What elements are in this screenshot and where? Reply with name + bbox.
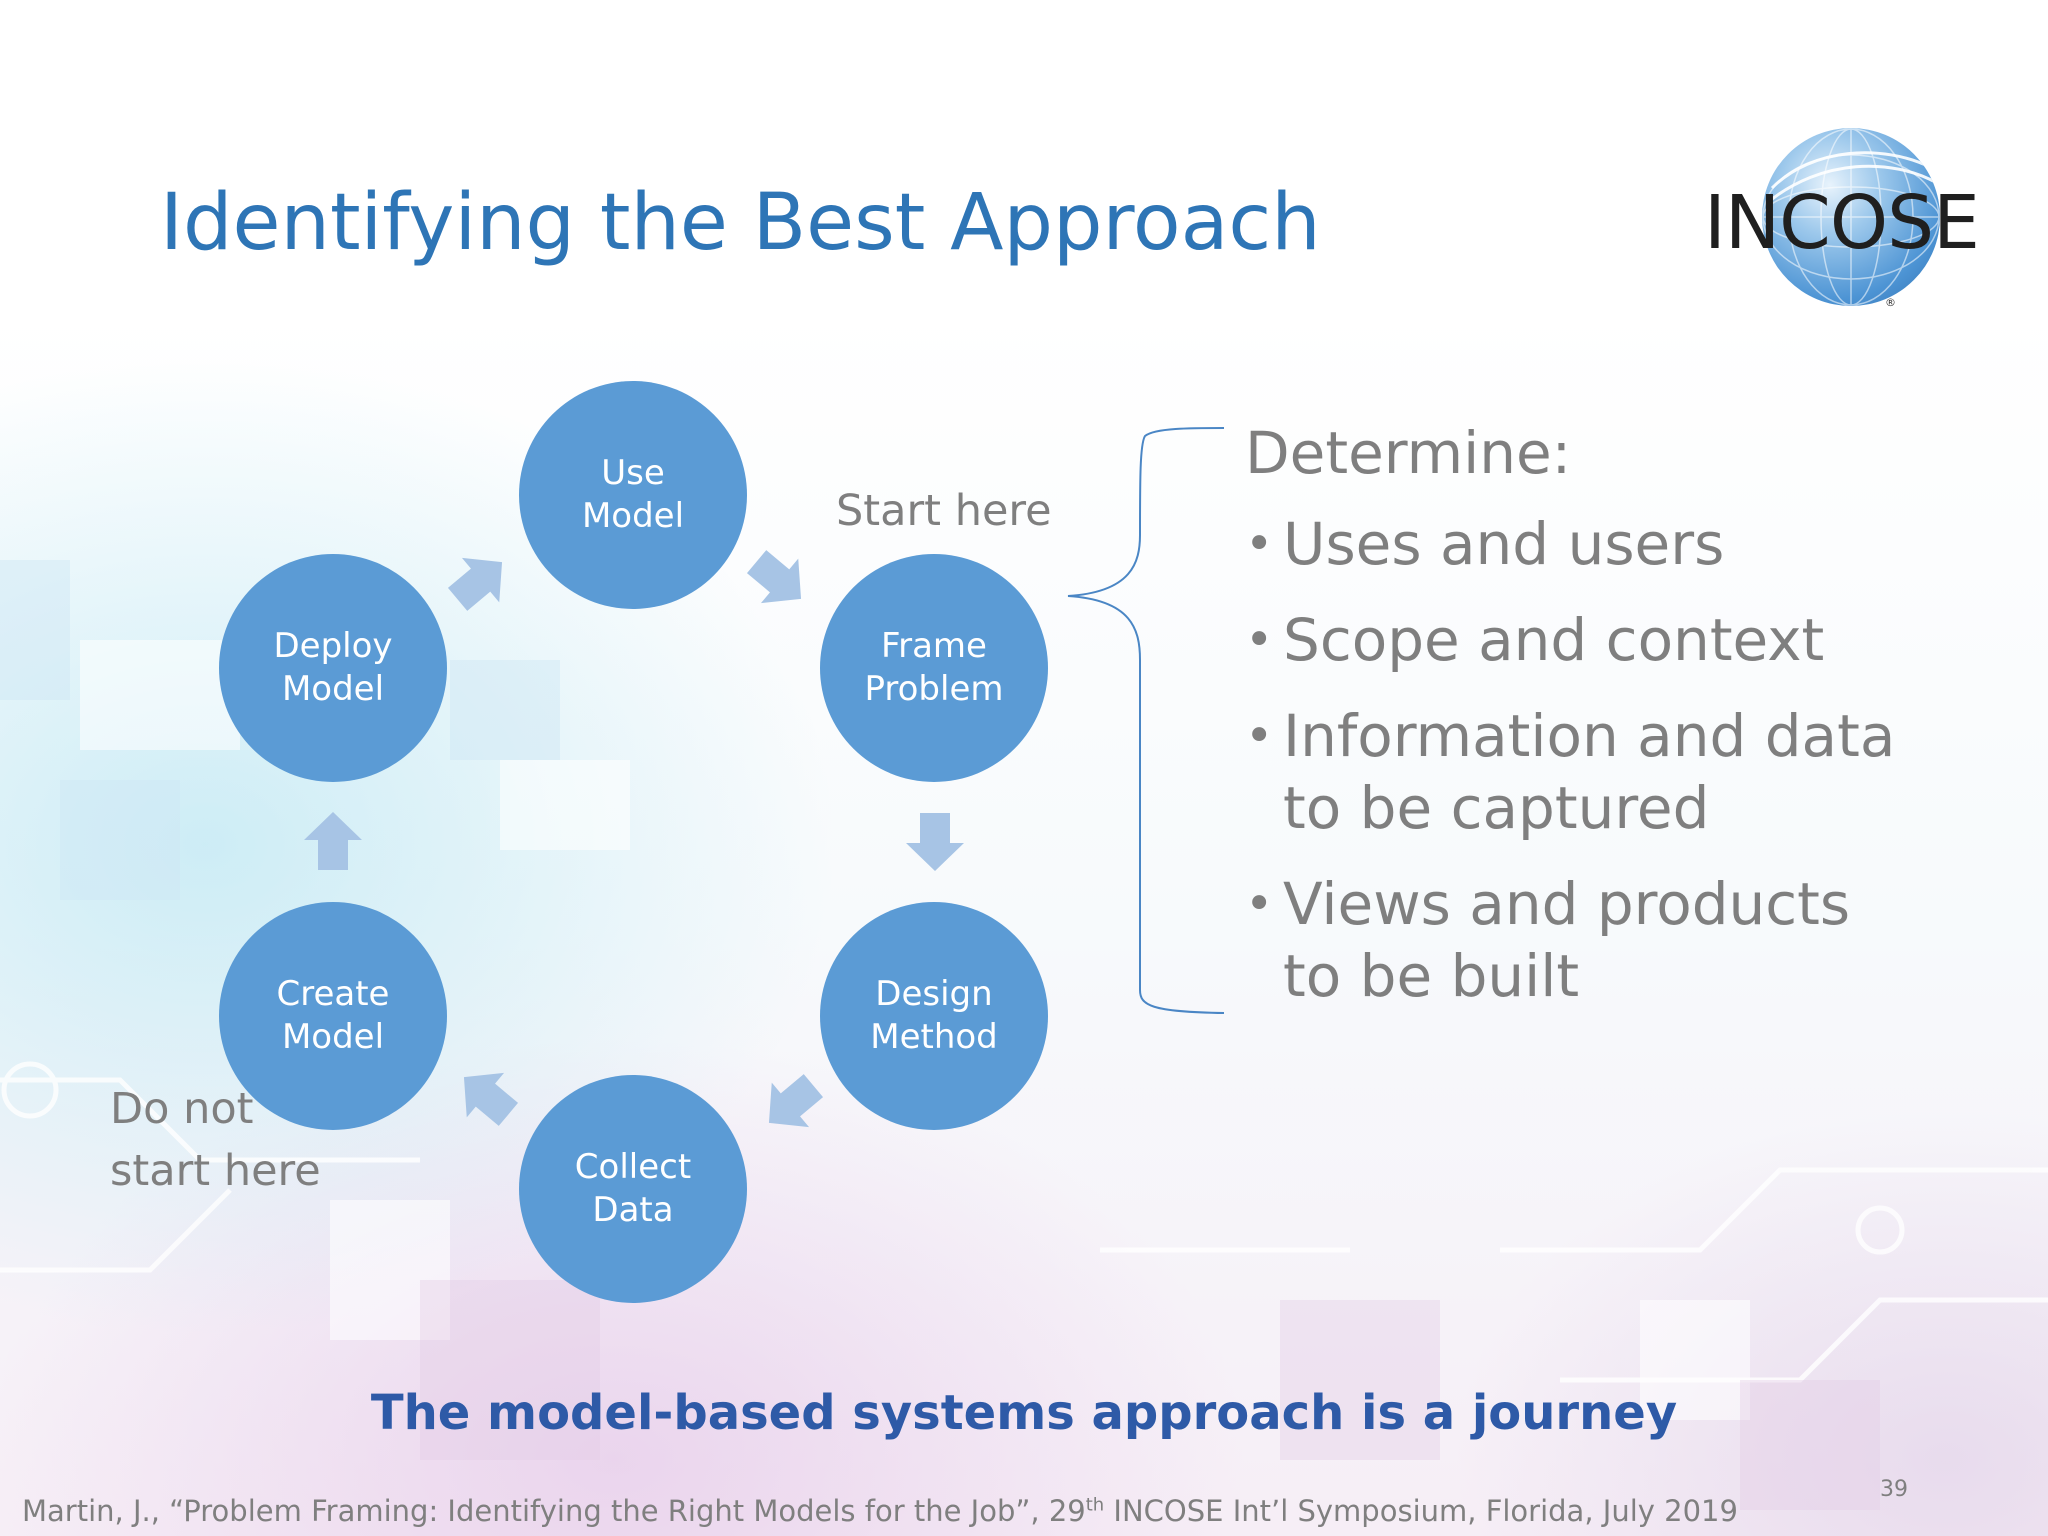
node-label-line: Deploy <box>273 626 393 666</box>
citation: Martin, J., “Problem Framing: Identifyin… <box>22 1494 1738 1528</box>
node-label-line: Use <box>601 453 665 493</box>
do-not-start-here-note: Do not start here <box>110 1078 321 1202</box>
bullet-icon: • <box>1245 708 1274 764</box>
list-item-text: Information and data <box>1283 702 1896 770</box>
registered-mark: ® <box>1885 296 1896 309</box>
note-line: Do not <box>110 1084 254 1134</box>
bullet-icon: • <box>1245 876 1274 932</box>
bullet-icon: • <box>1245 612 1274 668</box>
node-label-line: Model <box>281 1017 385 1057</box>
node-label-line: Problem <box>864 669 1004 709</box>
list-item: • Views and products to be built <box>1245 868 1895 1012</box>
node-label-line: Model <box>281 669 385 709</box>
citation-superscript: th <box>1085 1494 1105 1516</box>
node-label-line: Collect <box>574 1147 692 1187</box>
list-item-text: to be captured <box>1283 774 1710 842</box>
determine-heading: Determine: <box>1245 419 1572 487</box>
node-label-line: Frame <box>881 626 987 666</box>
citation-text: Martin, J., “Problem Framing: Identifyin… <box>22 1494 1086 1528</box>
node-label-line: Design <box>875 974 993 1014</box>
tagline: The model-based systems approach is a jo… <box>370 1385 1678 1441</box>
logo-wordmark: INCOSE <box>1704 180 1980 266</box>
start-here-note: Start here <box>836 486 1052 536</box>
list-item-text: to be built <box>1283 942 1580 1010</box>
determine-list: • Uses and users • Scope and context • I… <box>1245 508 1895 1012</box>
bullet-icon: • <box>1245 516 1274 572</box>
node-label-line: Create <box>276 974 390 1014</box>
note-line: start here <box>110 1146 321 1196</box>
list-item: • Scope and context <box>1245 604 1895 676</box>
determine-panel: Determine: • Uses and users • Scope and … <box>1245 418 1895 1036</box>
citation-text: INCOSE Int’l Symposium, Florida, July 20… <box>1104 1494 1738 1528</box>
list-item-text: Scope and context <box>1283 606 1825 674</box>
node-label-line: Data <box>592 1190 674 1230</box>
node-label-line: Model <box>581 496 685 536</box>
globe-icon <box>1762 128 1940 306</box>
list-item: • Uses and users <box>1245 508 1895 580</box>
list-item-text: Uses and users <box>1283 510 1725 578</box>
incose-logo: INCOSE ® <box>1700 125 1990 315</box>
list-item-text: Views and products <box>1283 870 1851 938</box>
page-number: 39 <box>1880 1477 1908 1502</box>
curly-brace <box>1067 427 1225 1014</box>
list-item: • Information and data to be captured <box>1245 700 1895 844</box>
slide-title: Identifying the Best Approach <box>160 178 1321 268</box>
node-label-line: Method <box>870 1017 998 1057</box>
